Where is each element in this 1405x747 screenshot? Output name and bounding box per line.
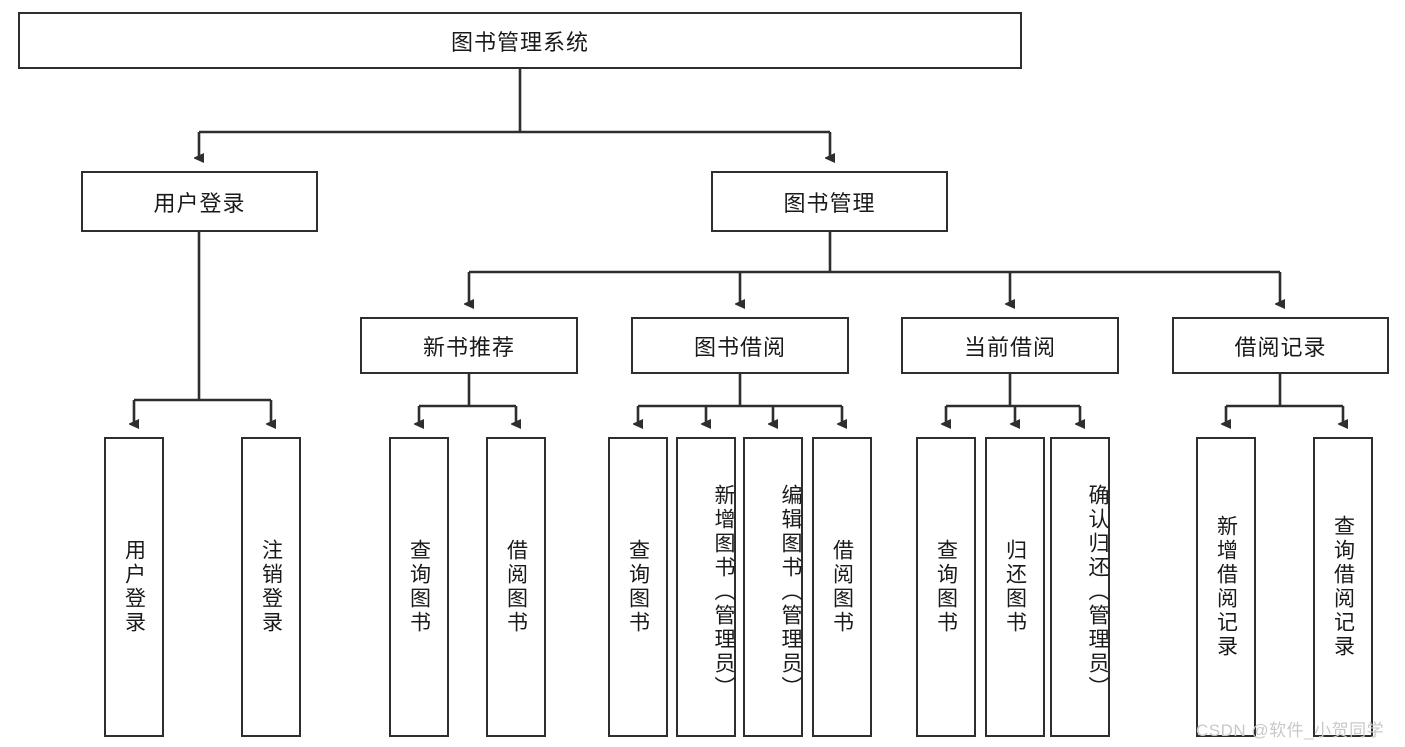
node-leaf-query-borrow-record[interactable]: 查询借阅记录 (1313, 437, 1373, 737)
node-level2-book-management[interactable]: 图书管理 (711, 171, 948, 232)
node-leaf-label: 查询借阅记录 (1331, 515, 1355, 659)
node-leaf-query-book-borrow[interactable]: 查询图书 (608, 437, 668, 737)
node-leaf-label: 新增图书（管理员） (712, 484, 735, 700)
node-root[interactable]: 图书管理系统 (18, 12, 1022, 69)
node-level3-current-borrow[interactable]: 当前借阅 (901, 317, 1119, 374)
node-leaf-logout[interactable]: 注销登录 (241, 437, 301, 737)
node-leaf-label: 查询图书 (626, 539, 650, 635)
node-leaf-confirm-return-admin[interactable]: 确认归还（管理员） (1050, 437, 1110, 737)
node-root-label: 图书管理系统 (450, 29, 589, 55)
node-leaf-label: 查询图书 (407, 539, 431, 635)
node-leaf-label: 借阅图书 (830, 539, 854, 635)
node-leaf-edit-book-admin[interactable]: 编辑图书（管理员） (743, 437, 803, 737)
node-level3-book-borrow-label: 图书借阅 (693, 334, 786, 360)
node-leaf-label: 确认归还（管理员） (1086, 484, 1109, 700)
node-leaf-user-login[interactable]: 用户登录 (104, 437, 164, 737)
node-level3-borrow-record[interactable]: 借阅记录 (1172, 317, 1389, 374)
node-leaf-label: 编辑图书（管理员） (779, 484, 802, 700)
node-level2-book-management-label: 图书管理 (783, 190, 876, 216)
node-level2-user-login[interactable]: 用户登录 (81, 171, 318, 232)
node-level3-current-borrow-label: 当前借阅 (963, 334, 1056, 360)
node-leaf-return-book[interactable]: 归还图书 (985, 437, 1045, 737)
node-level3-book-borrow[interactable]: 图书借阅 (631, 317, 849, 374)
node-leaf-label: 新增借阅记录 (1214, 515, 1238, 659)
node-leaf-add-book-admin[interactable]: 新增图书（管理员） (676, 437, 736, 737)
node-leaf-query-book-current[interactable]: 查询图书 (916, 437, 976, 737)
node-leaf-label: 查询图书 (934, 539, 958, 635)
node-level3-borrow-record-label: 借阅记录 (1234, 334, 1327, 360)
node-leaf-label: 注销登录 (259, 539, 283, 635)
node-leaf-add-borrow-record[interactable]: 新增借阅记录 (1196, 437, 1256, 737)
node-leaf-borrow-book-recommend[interactable]: 借阅图书 (486, 437, 546, 737)
node-leaf-query-book-recommend[interactable]: 查询图书 (389, 437, 449, 737)
node-leaf-borrow-book[interactable]: 借阅图书 (812, 437, 872, 737)
node-level2-user-login-label: 用户登录 (153, 190, 246, 216)
node-leaf-label: 借阅图书 (504, 539, 528, 635)
node-leaf-label: 用户登录 (122, 539, 146, 635)
node-leaf-label: 归还图书 (1003, 539, 1027, 635)
node-level3-new-book-recommend[interactable]: 新书推荐 (360, 317, 578, 374)
node-level3-new-book-recommend-label: 新书推荐 (422, 334, 515, 360)
